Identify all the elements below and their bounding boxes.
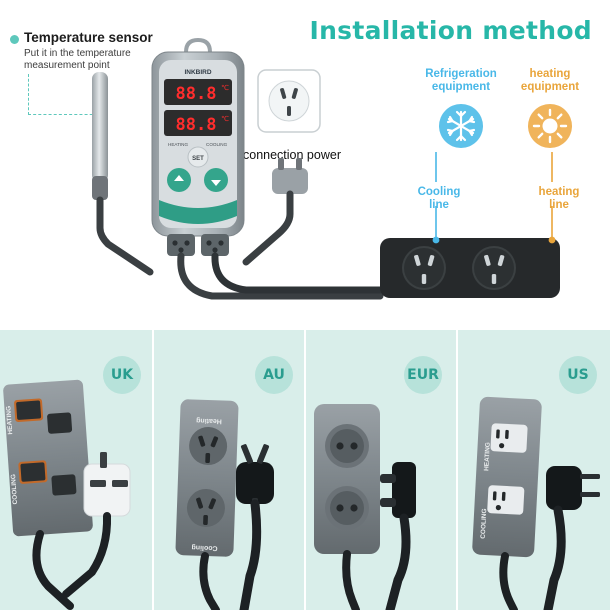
region-badge-us: US bbox=[559, 356, 597, 394]
page-title: Installation method bbox=[309, 16, 592, 45]
region-plugs-section: UK AU EUR US bbox=[0, 330, 610, 610]
sensor-bullet-icon bbox=[10, 35, 19, 44]
snowflake-icon bbox=[446, 110, 476, 142]
heating-icon-circle bbox=[528, 104, 572, 148]
refrigeration-equipment-label: Refrigeration equipment bbox=[425, 68, 497, 93]
temperature-sensor-label: Temperature sensor bbox=[24, 30, 153, 45]
heating-equipment-label: heating equipment bbox=[520, 68, 580, 93]
temperature-sensor-note: Put it in the temperature measurement po… bbox=[24, 48, 131, 71]
sensor-pointer-dashed-line bbox=[28, 74, 103, 115]
region-badge-uk: UK bbox=[103, 356, 141, 394]
region-badge-eur: EUR bbox=[404, 356, 442, 394]
connection-power-label: connection power bbox=[243, 148, 341, 162]
sun-icon bbox=[532, 108, 568, 144]
top-diagram-section: Installation method Temperature sensor P… bbox=[10, 16, 592, 211]
refrigeration-icon-circle bbox=[439, 104, 483, 148]
cooling-line-label: Cooling line bbox=[417, 186, 461, 211]
region-badge-au: AU bbox=[255, 356, 293, 394]
heating-line-label: heating line bbox=[538, 186, 580, 211]
